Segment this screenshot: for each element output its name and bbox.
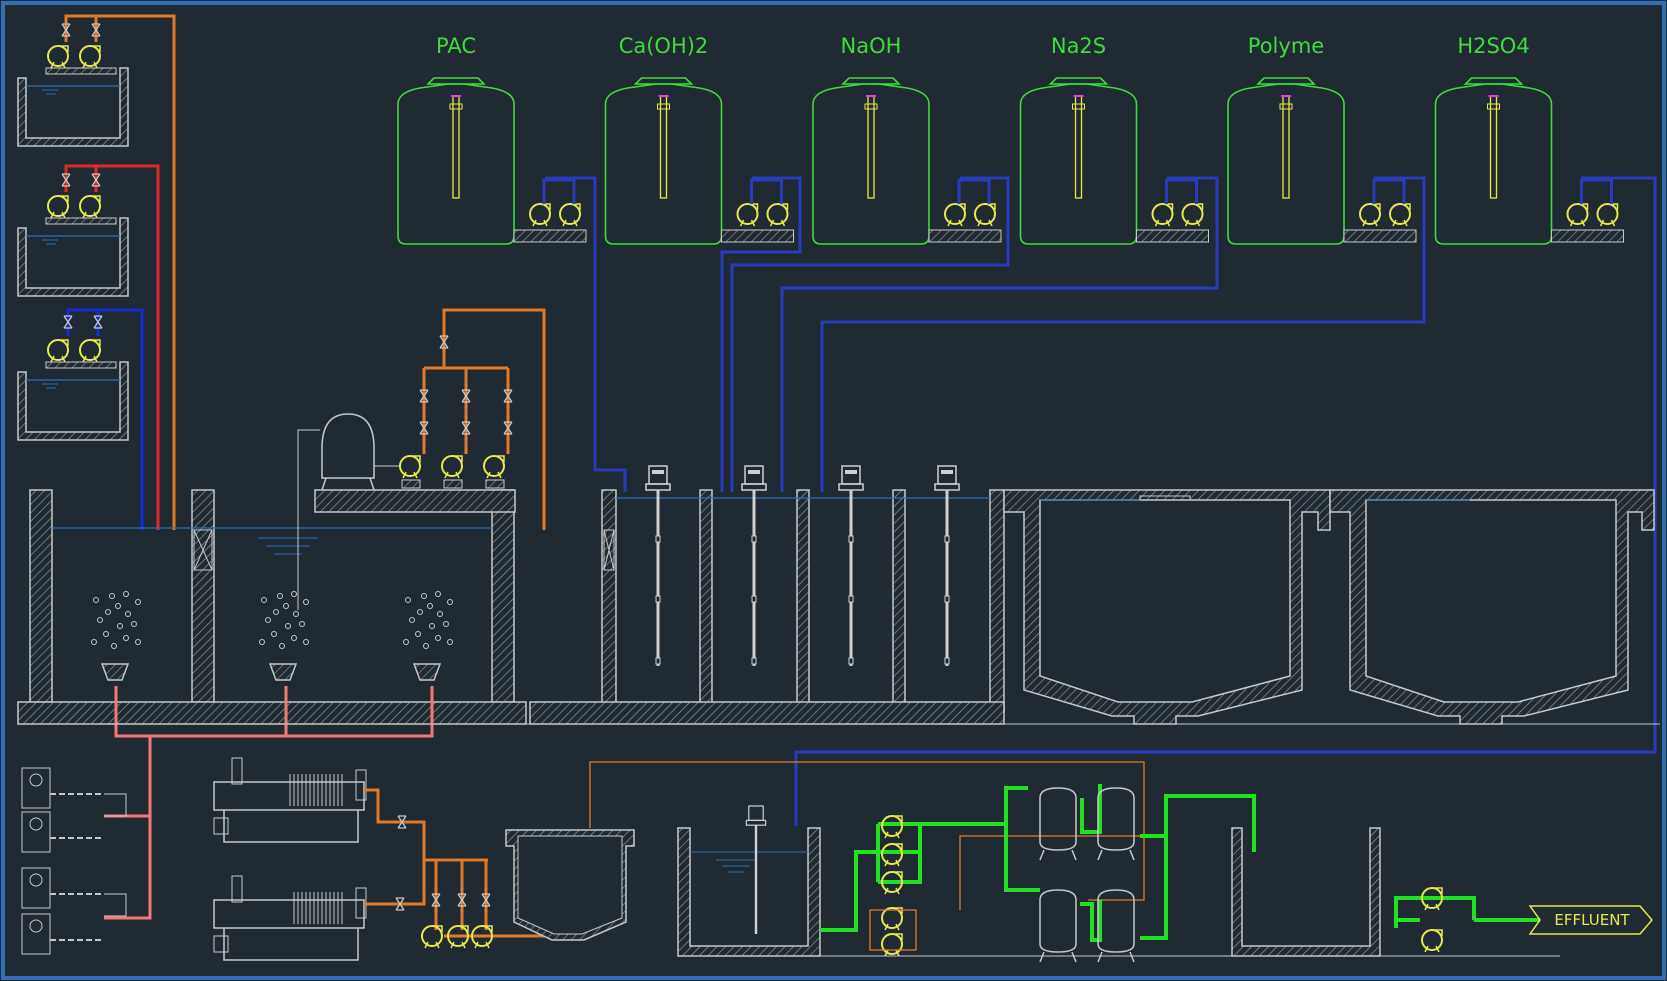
pump-base: [1551, 229, 1624, 243]
tank-body: [397, 83, 515, 245]
clean-water-lines: [820, 784, 1540, 942]
level-gauge-icon: [1074, 95, 1083, 199]
dosing-pump-icon: [1181, 203, 1204, 227]
tank-polyme: Polyme: [1227, 34, 1417, 245]
dosing-pump-icon: [529, 203, 551, 227]
dosing-pump-icon: [974, 203, 996, 227]
tank-naoh: NaOH: [812, 34, 1002, 245]
neutralization-tank: [677, 805, 821, 957]
tank-body: [1434, 83, 1553, 245]
pressure-filters: [1039, 787, 1135, 963]
reaction-tanks: [529, 464, 1005, 725]
settling-tanks: [1003, 489, 1655, 725]
tank-label: NaOH: [841, 34, 902, 58]
pump-base: [1136, 229, 1209, 243]
tank-label: Polyme: [1248, 34, 1324, 58]
clean-water-tank: [680, 827, 1560, 957]
pump-base: [1343, 229, 1417, 243]
air-lines: [104, 686, 434, 920]
tank-body: [1019, 83, 1138, 245]
effluent-arrow: EFFLUENT: [1528, 905, 1653, 935]
small-dosing-tanks: [17, 45, 129, 441]
effluent-label: EFFLUENT: [1554, 911, 1630, 929]
pump-base: [928, 229, 1002, 243]
air-blowers: [21, 767, 127, 955]
tank-caoh2: Ca(OH)2: [604, 34, 794, 245]
dosing-pump-icon: [944, 203, 966, 227]
level-gauge-icon: [659, 95, 668, 199]
level-gauge-icon: [1282, 95, 1290, 199]
tank-pac: PAC: [397, 34, 587, 245]
tank-body: [1227, 83, 1345, 245]
dosing-pump-icon: [1151, 203, 1174, 227]
discharge-line: [422, 308, 546, 530]
dosing-pump-icon: [1596, 203, 1619, 227]
equalization-basin: [17, 489, 527, 725]
dosing-pump-icon: [766, 203, 789, 227]
tank-h2so4: H2SO4: [1434, 34, 1624, 245]
tank-body: [604, 83, 723, 245]
chemical-tanks: PAC Ca(OH)2 NaOH Na2S Polyme H2SO4: [397, 34, 1624, 245]
tank-body: [812, 83, 930, 245]
blue-line: [66, 308, 144, 530]
dosing-pump-icon: [1359, 203, 1381, 227]
dosing-pump-icon: [736, 203, 759, 227]
dosing-pump-icon: [1389, 203, 1411, 227]
tank-label: H2SO4: [1457, 34, 1529, 58]
filter-presses: [213, 757, 367, 961]
tank-label: Ca(OH)2: [619, 34, 709, 58]
sludge-thickener: [505, 829, 635, 941]
dosing-pump-icon: [559, 203, 581, 227]
level-gauge-icon: [452, 95, 460, 199]
level-gauge-icon: [867, 95, 875, 199]
level-gauge-icon: [1489, 95, 1498, 199]
pump-station: [297, 413, 505, 610]
pump-base: [513, 229, 587, 243]
dosing-lines: [545, 176, 1657, 826]
tank-na2s: Na2S: [1019, 34, 1209, 245]
tank-label: PAC: [436, 34, 476, 58]
tank-label: Na2S: [1051, 34, 1106, 58]
dosing-pump-icon: [1566, 203, 1589, 227]
pump-base: [721, 229, 794, 243]
